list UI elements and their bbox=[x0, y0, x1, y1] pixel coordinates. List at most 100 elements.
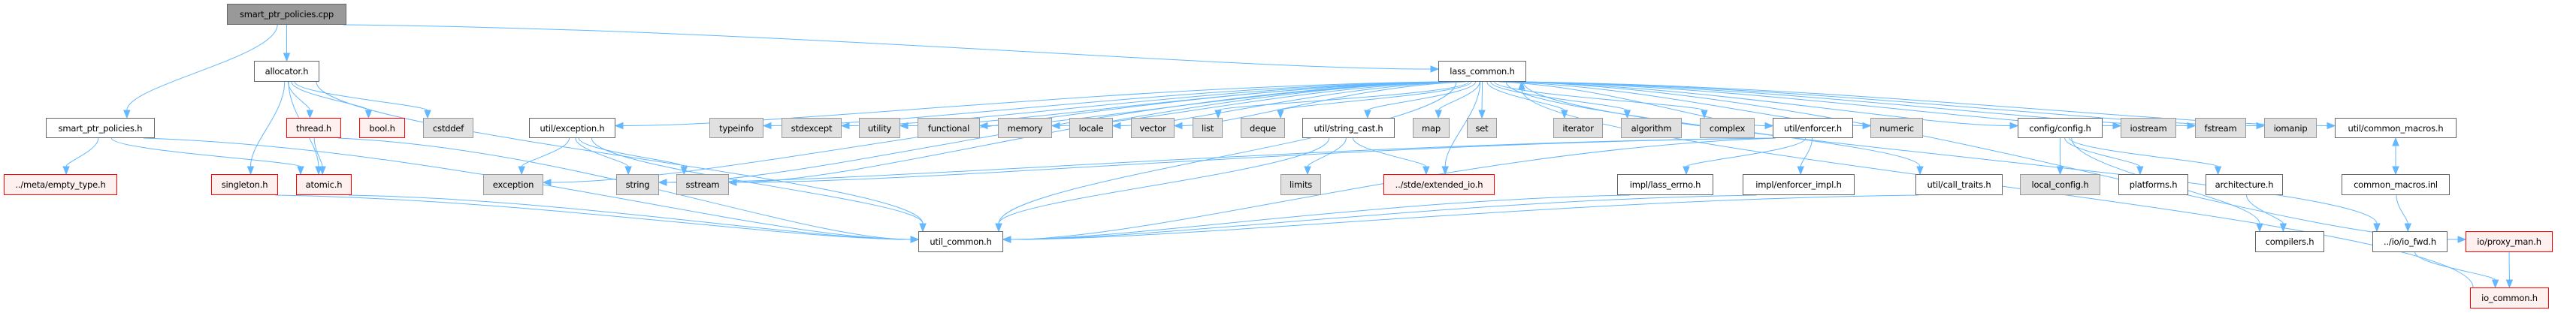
node-common-macros-h[interactable]: util/common_macros.h bbox=[2335, 118, 2457, 138]
node-sstream[interactable]: sstream bbox=[676, 174, 729, 195]
node-bool[interactable]: bool.h bbox=[359, 118, 405, 138]
node-list[interactable]: list bbox=[1193, 118, 1223, 138]
node-enforcer-impl[interactable]: impl/enforcer_impl.h bbox=[1743, 174, 1855, 195]
node-label: util_common.h bbox=[930, 236, 992, 247]
node-architecture[interactable]: architecture.h bbox=[2206, 174, 2283, 195]
node-vector[interactable]: vector bbox=[1131, 118, 1175, 138]
arrowhead-icon bbox=[1862, 122, 1872, 130]
node-label: impl/enforcer_impl.h bbox=[1755, 179, 1842, 190]
node-iomanip[interactable]: iomanip bbox=[2264, 118, 2317, 138]
node-root[interactable]: smart_ptr_policies.cpp bbox=[227, 4, 346, 25]
edge-io-fwd-to-io-common bbox=[2414, 251, 2496, 281]
node-label: functional bbox=[927, 122, 970, 134]
node-allocator[interactable]: allocator.h bbox=[254, 61, 319, 82]
node-map[interactable]: map bbox=[1413, 118, 1450, 138]
node-complex[interactable]: complex bbox=[1700, 118, 1755, 138]
arrowhead-icon bbox=[614, 122, 624, 130]
node-lass-common[interactable]: lass_common.h bbox=[1438, 61, 1526, 82]
arrowhead-icon bbox=[1623, 110, 1631, 119]
node-platforms[interactable]: platforms.h bbox=[2118, 174, 2188, 195]
arrowhead-icon bbox=[1441, 166, 1449, 176]
arrowhead-icon bbox=[1002, 236, 1011, 243]
edge-sp-h-to-util-common bbox=[143, 137, 912, 240]
node-numeric[interactable]: numeric bbox=[1870, 118, 1923, 138]
arrowhead-icon bbox=[2214, 166, 2222, 176]
arrowhead-icon bbox=[2404, 223, 2412, 233]
node-fstream[interactable]: fstream bbox=[2195, 118, 2246, 138]
arrowhead-icon bbox=[2009, 122, 2019, 130]
node-set[interactable]: set bbox=[1467, 118, 1497, 138]
arrowhead-icon bbox=[1916, 166, 1924, 176]
node-label: string bbox=[625, 179, 650, 190]
node-iostream[interactable]: iostream bbox=[2121, 118, 2176, 138]
node-stdexcept[interactable]: stdexcept bbox=[782, 118, 842, 138]
node-locale[interactable]: locale bbox=[1069, 118, 1113, 138]
node-label: ../meta/empty_type.h bbox=[15, 179, 106, 190]
node-utility[interactable]: utility bbox=[859, 118, 900, 138]
edge-enforcer-to-lass-errno bbox=[1686, 137, 1807, 167]
arrowhead-icon bbox=[1364, 110, 1371, 119]
node-io-fwd[interactable]: ../io/io_fwd.h bbox=[2372, 231, 2448, 252]
node-label: smart_ptr_policies.cpp bbox=[239, 9, 334, 20]
edge-allocator-to-util-common bbox=[316, 81, 924, 224]
node-compilers[interactable]: compilers.h bbox=[2255, 231, 2324, 252]
node-thread[interactable]: thread.h bbox=[286, 118, 341, 138]
arrowhead-icon bbox=[1764, 122, 1774, 130]
node-iterator[interactable]: iterator bbox=[1553, 118, 1603, 138]
node-exception[interactable]: exception bbox=[483, 174, 543, 195]
arrowhead-icon bbox=[2112, 122, 2122, 130]
node-empty-type[interactable]: ../meta/empty_type.h bbox=[4, 174, 117, 195]
node-config[interactable]: config/config.h bbox=[2018, 118, 2103, 138]
node-label: locale bbox=[1078, 122, 1104, 134]
node-label: ../io/io_fwd.h bbox=[2384, 236, 2436, 247]
arrowhead-icon bbox=[910, 236, 920, 243]
node-label: atomic.h bbox=[305, 179, 343, 190]
node-call-traits[interactable]: util/call_traits.h bbox=[1915, 174, 2003, 195]
node-singleton[interactable]: singleton.h bbox=[211, 174, 278, 195]
node-label: typeinfo bbox=[719, 122, 754, 134]
arrowhead-icon bbox=[919, 223, 927, 233]
node-cstddef[interactable]: cstddef bbox=[423, 118, 473, 138]
node-label: impl/lass_errno.h bbox=[1629, 179, 1701, 190]
node-common-macros-inl[interactable]: common_macros.inl bbox=[2342, 174, 2450, 195]
node-string-cast[interactable]: util/string_cast.h bbox=[1302, 118, 1395, 138]
node-deque[interactable]: deque bbox=[1241, 118, 1285, 138]
node-label: utility bbox=[867, 122, 892, 134]
node-util-exception[interactable]: util/exception.h bbox=[529, 118, 615, 138]
node-limits[interactable]: limits bbox=[1280, 174, 1321, 195]
node-label: fstream bbox=[2204, 122, 2237, 134]
node-algorithm[interactable]: algorithm bbox=[1621, 118, 1682, 138]
node-enforcer[interactable]: util/enforcer.h bbox=[1773, 118, 1853, 138]
edge-lass-common-to-common-macros-h bbox=[1522, 81, 2328, 126]
edge-config-to-architecture bbox=[2069, 137, 2219, 167]
node-label: vector bbox=[1139, 122, 1166, 134]
arrowhead-icon bbox=[1701, 110, 1708, 119]
node-label: bool.h bbox=[369, 122, 395, 134]
edge-call-traits-to-util-common bbox=[1010, 194, 1919, 240]
node-functional[interactable]: functional bbox=[918, 118, 980, 138]
node-lass-errno[interactable]: impl/lass_errno.h bbox=[1617, 174, 1713, 195]
node-string[interactable]: string bbox=[616, 174, 659, 195]
node-label: allocator.h bbox=[265, 66, 309, 77]
arrowhead-icon bbox=[995, 223, 1002, 233]
edge-lass-common-to-iomanip bbox=[1522, 81, 2257, 126]
edge-lass-common-to-string bbox=[666, 81, 1442, 183]
arrowhead-icon bbox=[624, 166, 632, 176]
node-atomic[interactable]: atomic.h bbox=[296, 174, 352, 195]
node-proxy-man[interactable]: io/proxy_man.h bbox=[2466, 231, 2553, 252]
edge-enforcer-to-util-common bbox=[1010, 137, 1776, 240]
arrowhead-icon bbox=[658, 179, 667, 186]
node-local-config[interactable]: local_config.h bbox=[2020, 174, 2100, 195]
node-util-common[interactable]: util_common.h bbox=[918, 231, 1003, 252]
node-label: architecture.h bbox=[2215, 179, 2274, 190]
node-io-common[interactable]: io_common.h bbox=[2470, 287, 2549, 308]
node-typeinfo[interactable]: typeinfo bbox=[709, 118, 763, 138]
node-label: set bbox=[1475, 122, 1489, 134]
node-sp-h[interactable]: smart_ptr_policies.h bbox=[46, 118, 155, 138]
node-extended-io[interactable]: ../stde/extended_io.h bbox=[1383, 174, 1495, 195]
node-memory[interactable]: memory bbox=[998, 118, 1052, 138]
arrowhead-icon bbox=[1683, 166, 1690, 176]
edge-common-macros-inl-to-io-fwd bbox=[2396, 194, 2408, 224]
arrowhead-icon bbox=[1518, 80, 1525, 90]
